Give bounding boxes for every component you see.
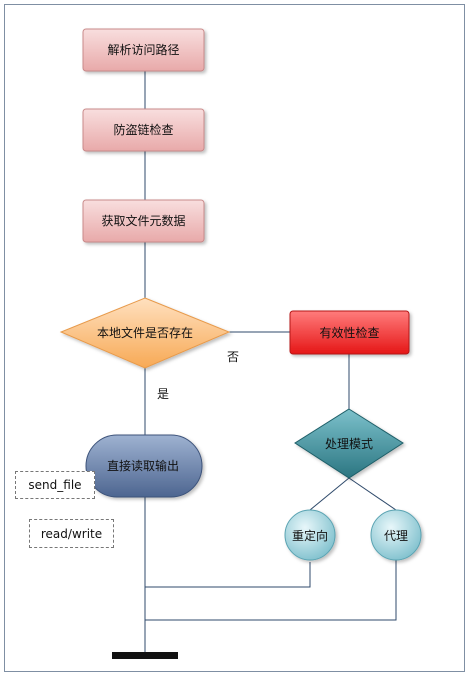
node-proxy-label: 代理: [384, 529, 408, 543]
edge-label-yes: 是: [157, 387, 169, 401]
node-get-metadata-label: 获取文件元数据: [101, 213, 185, 228]
edge-mode-to-proxy: [348, 477, 397, 511]
node-hotlink-check-label: 防盗链检查: [113, 122, 173, 137]
connectors: [144, 71, 397, 652]
node-parse-path: [82, 28, 205, 72]
node-redirect: [284, 509, 336, 561]
end-bar: [112, 652, 178, 659]
node-process-mode-label: 处理模式: [325, 437, 373, 451]
edge-proxy-return: [145, 560, 397, 621]
node-direct-read-label: 直接读取输出: [107, 458, 179, 473]
node-validity-check: [289, 310, 410, 355]
node-local-exists: [59, 297, 231, 369]
node-direct-read: [85, 434, 203, 498]
node-parse-path-label: 解析访问路径: [107, 42, 179, 57]
edge-label-no: 否: [227, 350, 239, 364]
node-local-exists-label: 本地文件是否存在: [97, 325, 193, 340]
node-process-mode: [294, 408, 404, 479]
node-redirect-label: 重定向: [292, 528, 328, 543]
node-validity-check-label: 有效性检查: [319, 325, 379, 340]
edge-mode-to-redirect: [309, 477, 350, 511]
note-read-write: read/write: [29, 519, 114, 548]
note-send-file: send_file: [15, 471, 95, 499]
edge-redirect-return: [145, 562, 311, 588]
node-hotlink-check: [82, 108, 205, 152]
node-get-metadata: [82, 199, 205, 243]
node-proxy: [370, 509, 422, 561]
